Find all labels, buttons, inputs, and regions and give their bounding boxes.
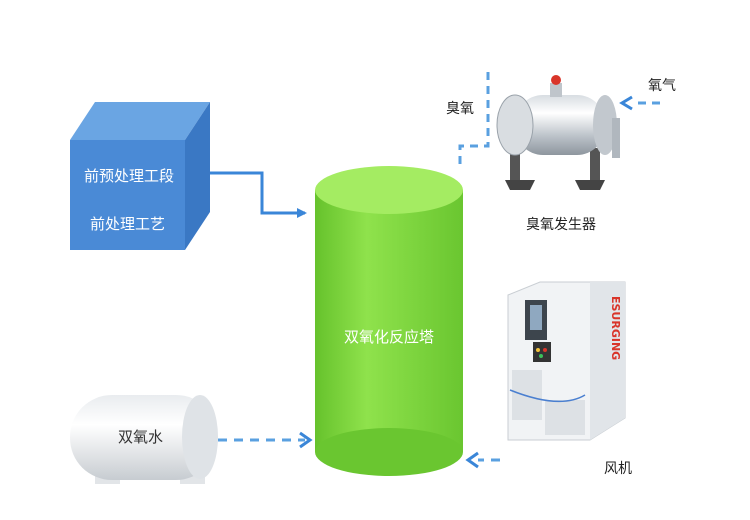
blower-brand-text: ESURGING — [609, 296, 622, 360]
oxygen-dashed-arrow — [619, 95, 660, 111]
pretreatment-box — [70, 102, 210, 250]
tower-label: 双氧化反应塔 — [344, 328, 435, 346]
oxygen-label: 氧气 — [648, 78, 676, 94]
blower-label: 风机 — [604, 461, 632, 477]
ozone-label: 臭氧 — [446, 101, 474, 117]
h2o2-tank-image — [70, 395, 218, 484]
blower-to-tower-arrow — [465, 451, 500, 469]
h2o2-tank-label: 双氧水 — [118, 428, 164, 446]
ozone-generator-image — [496, 75, 620, 190]
reaction-tower — [315, 166, 463, 476]
ozone-dashed-line — [458, 72, 490, 168]
pretreatment-label-2: 前处理工艺 — [90, 215, 166, 233]
pretreatment-to-tower-arrow — [210, 171, 307, 218]
h2o2-to-tower-arrow — [218, 431, 313, 449]
blower-image: ESURGING — [507, 281, 626, 441]
pretreatment-label-1: 前预处理工段 — [84, 167, 175, 185]
ozone-generator-label: 臭氧发生器 — [526, 217, 596, 233]
